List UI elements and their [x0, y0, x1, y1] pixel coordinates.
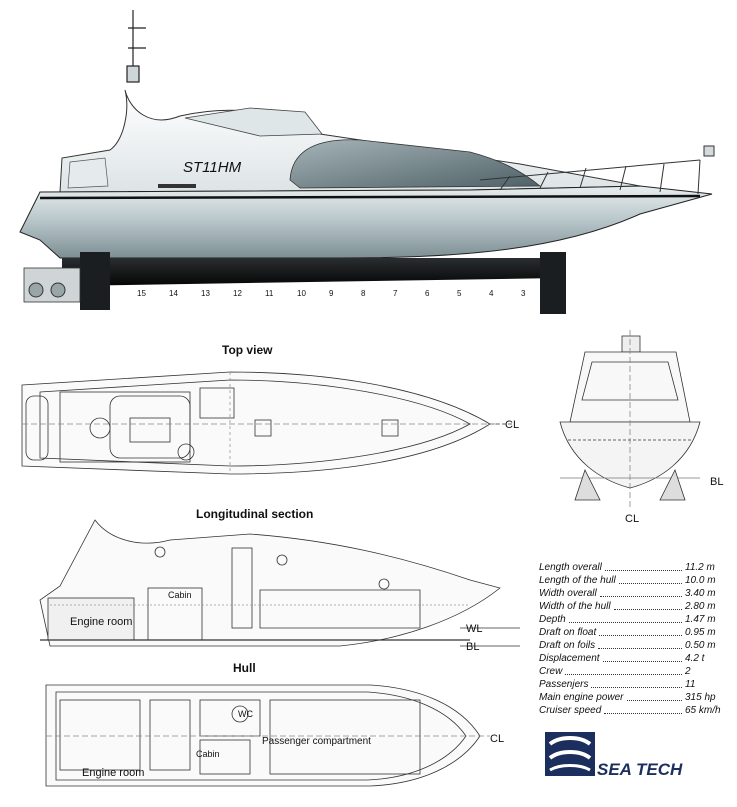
spec-value: 3.40 m: [685, 588, 716, 599]
bow-foil-strut: [540, 252, 566, 314]
station-number: 14: [169, 289, 178, 298]
hull-cl-label: CL: [490, 733, 504, 745]
spec-leader-dots: [602, 652, 682, 662]
spec-label: Draft on float: [539, 627, 597, 638]
spec-leader-dots: [618, 574, 682, 584]
spec-row: Passenjers 11: [539, 678, 721, 691]
engine-room-label-section: Engine room: [70, 616, 132, 628]
spec-label: Cruiser speed: [539, 705, 602, 716]
station-number: 4: [489, 289, 494, 298]
rear-window: [67, 157, 109, 189]
spec-value: 11.2 m: [685, 562, 715, 573]
spec-row: Crew 2: [539, 665, 721, 678]
rubbing-strake: [39, 194, 701, 200]
spec-row: Displacement 4.2 t: [539, 652, 721, 665]
spec-leader-dots: [604, 561, 682, 571]
hull-name: ST11HM: [183, 159, 242, 176]
station-number: 8: [361, 289, 366, 298]
spec-value: 2.80 m: [685, 601, 716, 612]
spec-row: Cruiser speed 65 km/h: [539, 704, 721, 717]
spec-row: Width overall 3.40 m: [539, 587, 721, 600]
spec-value: 1.47 m: [685, 614, 716, 625]
spec-value: 11: [685, 679, 696, 690]
front-view-bl-label: BL: [710, 476, 723, 488]
station-number: 13: [201, 289, 210, 298]
logo-text: SEA TECH: [597, 760, 683, 779]
spec-label: Length of the hull: [539, 575, 616, 586]
spec-row: Length of the hull 10.0 m: [539, 574, 721, 587]
spec-label: Width of the hull: [539, 601, 611, 612]
cabin-window: [289, 139, 542, 189]
spec-row: Depth 1.47 m: [539, 613, 721, 626]
front-view-drawing: [559, 330, 701, 510]
side-profile: ST11HM 15 14 13 12 11 10 9 8 7 6 5 4 3: [19, 10, 715, 314]
aft-foil-strut: [80, 252, 110, 310]
hull: [19, 185, 713, 259]
spec-value: 65 km/h: [685, 705, 721, 716]
wc-label: WC: [238, 709, 253, 719]
engine-room-label-hull: Engine room: [82, 767, 144, 779]
wl-label: WL: [466, 623, 483, 635]
spec-label: Crew: [539, 666, 563, 677]
outdrive: [23, 267, 81, 303]
station-number: 5: [457, 289, 462, 298]
station-number: 6: [425, 289, 430, 298]
specifications-table: Length overall 11.2 m Length of the hull 10…: [539, 561, 721, 717]
spec-value: 4.2 t: [685, 653, 705, 664]
spec-value: 315 hp: [685, 692, 716, 703]
spec-row: Width of the hull 2.80 m: [539, 600, 721, 613]
top-view-drawing: [21, 371, 512, 475]
station-numbers: 15 14 13 12 11 10 9 8 7 6 5 4 3: [137, 289, 526, 298]
spec-row: Draft on foils 0.50 m: [539, 639, 721, 652]
windshield: [184, 107, 323, 137]
longitudinal-section-drawing: [39, 519, 520, 647]
spec-value: 10.0 m: [685, 575, 716, 586]
spec-label: Displacement: [539, 653, 600, 664]
station-number: 9: [329, 289, 334, 298]
station-number: 7: [393, 289, 398, 298]
spec-row: Main engine power 315 hp: [539, 691, 721, 704]
cabin-label-hull: Cabin: [196, 749, 220, 759]
hull-title: Hull: [233, 661, 256, 675]
bl-label: BL: [466, 641, 479, 653]
station-number: 15: [137, 289, 146, 298]
spec-value: 0.50 m: [685, 640, 716, 651]
spec-value: 2: [685, 666, 691, 677]
front-view-cl-label: CL: [625, 513, 639, 525]
spec-leader-dots: [604, 704, 682, 714]
spec-label: Depth: [539, 614, 566, 625]
spec-value: 0.95 m: [685, 627, 716, 638]
station-number: 3: [521, 289, 526, 298]
cabin-label-section: Cabin: [168, 590, 192, 600]
spec-label: Length overall: [539, 562, 602, 573]
spec-leader-dots: [565, 665, 682, 675]
spec-leader-dots: [568, 613, 682, 623]
portholes: [158, 184, 196, 188]
top-view-cl-label: CL: [505, 419, 519, 431]
spec-label: Main engine power: [539, 692, 624, 703]
spec-row: Draft on float 0.95 m: [539, 626, 721, 639]
longitudinal-section-title: Longitudinal section: [196, 507, 313, 521]
spec-leader-dots: [599, 587, 682, 597]
spec-leader-dots: [591, 678, 682, 688]
hull-plan-drawing: [45, 684, 490, 787]
spec-leader-dots: [613, 600, 682, 610]
top-view-title: Top view: [222, 343, 273, 357]
spec-row: Length overall 11.2 m: [539, 561, 721, 574]
spec-leader-dots: [626, 691, 682, 701]
spec-leader-dots: [598, 639, 682, 649]
mast: [126, 10, 146, 83]
bow-rail: [479, 145, 715, 195]
station-number: 12: [233, 289, 242, 298]
passenger-compartment-label: Passenger compartment: [262, 736, 371, 747]
station-number: 10: [297, 289, 306, 298]
spec-leader-dots: [599, 626, 682, 636]
hull-bottom: [62, 258, 560, 286]
station-number: 11: [265, 289, 274, 298]
spec-label: Draft on foils: [539, 640, 596, 651]
sea-tech-logo: [545, 732, 595, 776]
spec-label: Width overall: [539, 588, 597, 599]
spec-label: Passenjers: [539, 679, 589, 690]
